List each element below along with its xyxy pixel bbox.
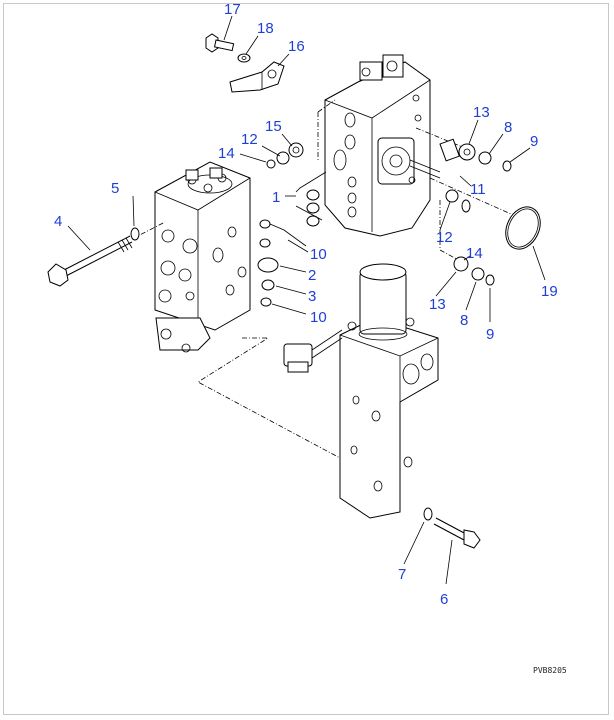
callout-9-upper: 9: [530, 133, 538, 150]
callout-8-upper: 8: [504, 119, 512, 136]
callout-13-upper: 13: [473, 104, 490, 121]
washer-18: [237, 53, 251, 63]
shaft-11: [439, 138, 471, 213]
callout-3: 3: [308, 288, 316, 305]
ring-9-lower: [485, 274, 495, 286]
callout-16: 16: [288, 38, 305, 55]
electrical-connector: [283, 329, 343, 373]
oring-2: [257, 257, 279, 273]
plug-8-lower: [471, 267, 485, 281]
bolt-6: [433, 517, 481, 549]
callout-11: 11: [470, 181, 486, 198]
drawing-code: PVB8205: [533, 666, 567, 675]
plug-12-upper: [276, 151, 290, 165]
callout-9-lower: 9: [486, 326, 494, 343]
washer-7: [423, 507, 433, 521]
callout-15: 15: [265, 118, 282, 135]
ring-9-upper: [502, 160, 512, 172]
callout-1: 1: [272, 189, 280, 206]
washer-5: [130, 227, 140, 241]
callout-labels: 17 18 16 15 12 14 13 8 9 11 5 4 1 10 2 3…: [54, 1, 558, 608]
oring-3: [261, 279, 275, 291]
callout-10-lower: 10: [310, 309, 327, 326]
callout-4: 4: [54, 213, 62, 230]
callout-13-lower: 13: [429, 296, 446, 313]
orings-10-upper: [259, 219, 307, 248]
callout-7: 7: [398, 566, 406, 583]
upper-valve-block: [324, 54, 441, 237]
orings-1: [295, 171, 327, 227]
left-valve-block: [154, 161, 251, 353]
bolt-17: [205, 33, 235, 53]
callout-14-upper: 14: [218, 145, 235, 162]
callout-12-upper: 12: [241, 131, 258, 148]
bracket-16: [229, 61, 285, 93]
callout-19: 19: [541, 283, 558, 300]
callout-17: 17: [224, 1, 241, 18]
plug-15: [288, 142, 304, 158]
oring-19: [505, 206, 541, 250]
callout-5: 5: [111, 180, 119, 197]
plug-8-upper: [478, 151, 492, 165]
ring-14-upper: [266, 159, 276, 169]
bolt-4: [47, 221, 166, 287]
plug-13-lower: [453, 256, 469, 272]
callout-12-lower: 12: [436, 229, 453, 246]
callout-14-lower: 14: [466, 245, 483, 262]
plug-13-upper: [458, 143, 476, 161]
callout-18: 18: [257, 20, 274, 37]
solenoid-valve: [339, 263, 439, 519]
callout-10-upper: 10: [310, 246, 327, 263]
callout-2: 2: [308, 267, 316, 284]
leader-lines: [67, 15, 546, 585]
diagram-frame: [3, 3, 609, 715]
callout-8-lower: 8: [460, 312, 468, 329]
oring-10-lower: [260, 297, 272, 307]
callout-6: 6: [440, 591, 448, 608]
